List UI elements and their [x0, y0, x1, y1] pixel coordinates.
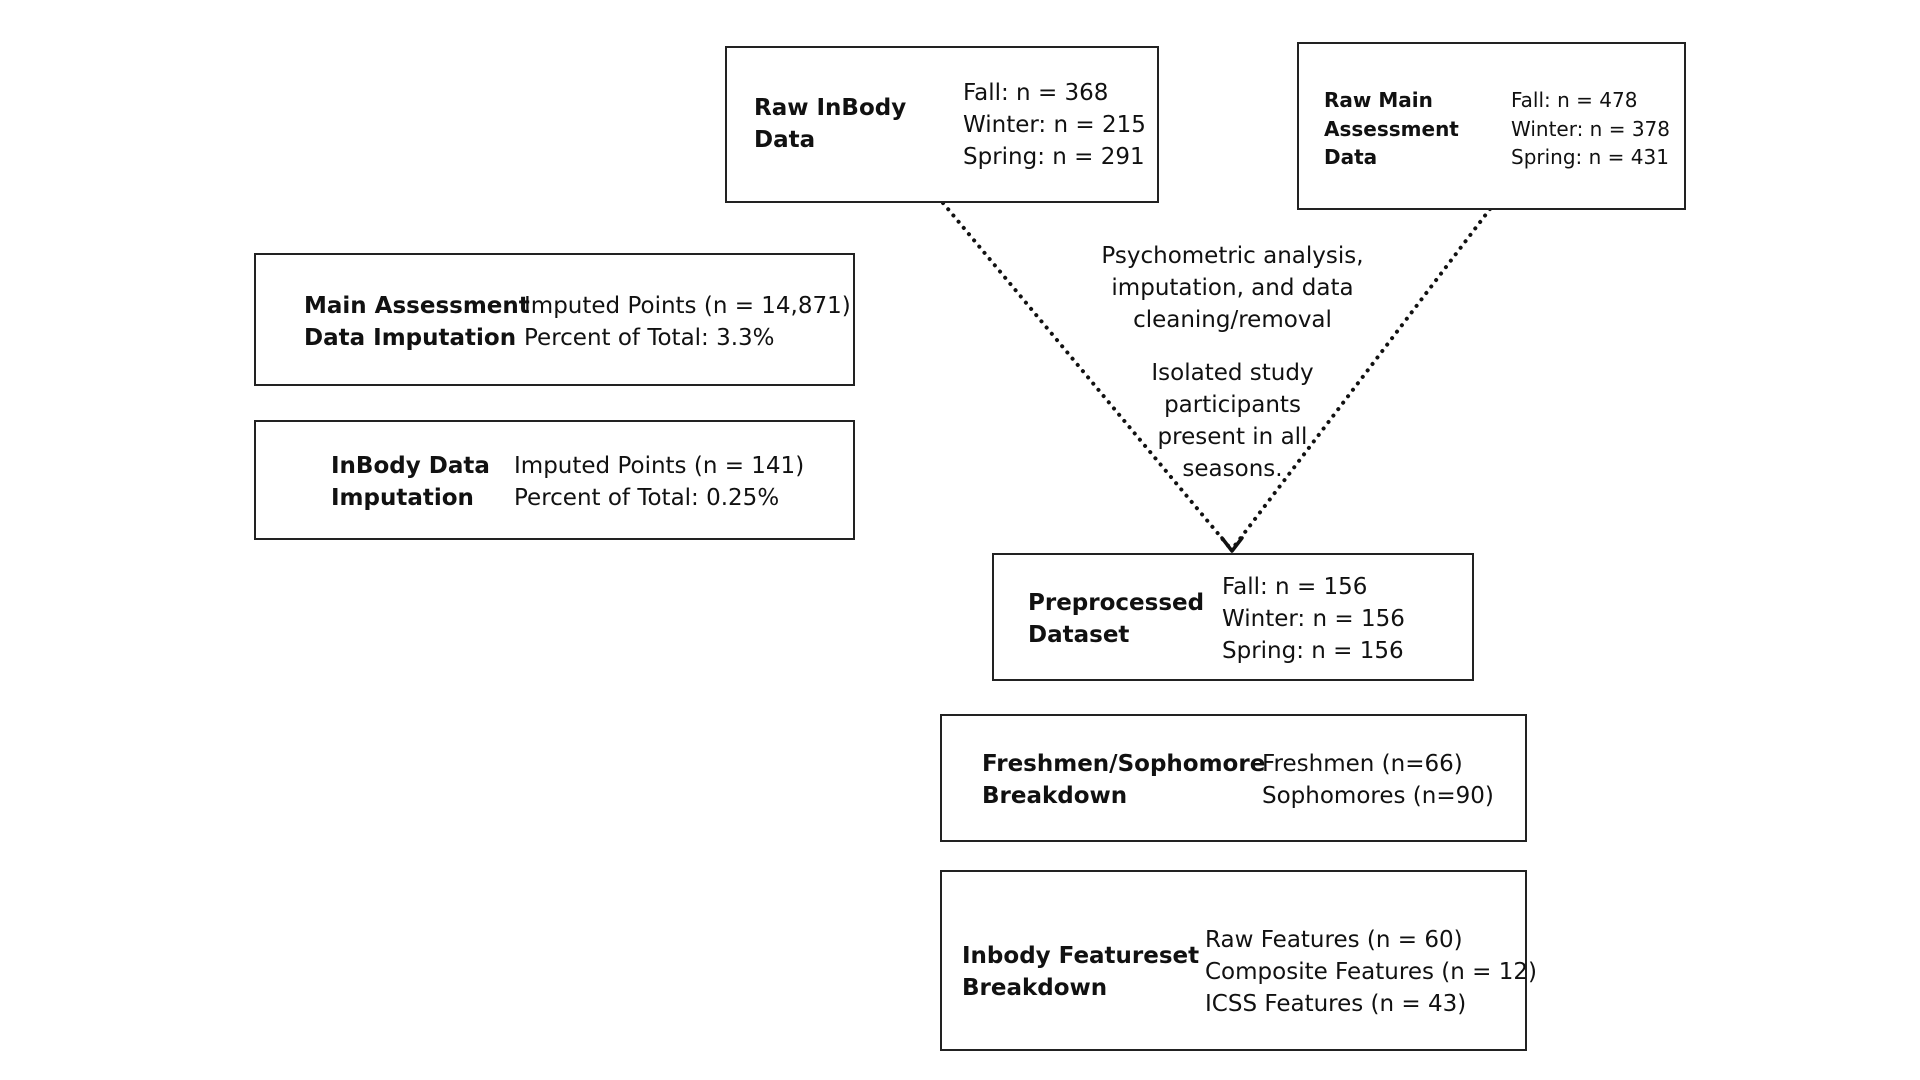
processing-annotation: Psychometric analysis, imputation, and d… [1101, 243, 1364, 333]
raw-inbody-data-box: Raw InBody Data Fall: n = 368 Winter: n … [725, 46, 1159, 203]
preprocessed-dataset-box: Preprocessed Dataset Fall: n = 156 Winte… [992, 553, 1474, 681]
arrow-inbody-to-preprocessed [941, 201, 1232, 550]
isolation-annotation: Isolated study participants present in a… [1151, 360, 1314, 482]
inbody-imputation-box: InBody Data Imputation Imputed Points (n… [254, 420, 855, 540]
preprocessed-dataset-title: Preprocessed Dataset [1028, 590, 1205, 648]
arrow-main-to-preprocessed [1231, 207, 1492, 550]
class-breakdown-counts: Freshmen (n=66) Sophomores (n=90) [1262, 751, 1494, 809]
raw-main-assessment-data-box: Raw Main Assessment Data Fall: n = 478 W… [1297, 42, 1686, 210]
featureset-breakdown-box: Inbody Featureset Breakdown Raw Features… [940, 870, 1537, 1051]
inbody-imputation-stats: Imputed Points (n = 141) Percent of Tota… [514, 453, 805, 511]
featureset-breakdown-counts: Raw Features (n = 60) Composite Features… [1205, 927, 1537, 1017]
main-assessment-imputation-box: Main Assessment Data Imputation Imputed … [254, 253, 855, 386]
inbody-imputation-title: InBody Data Imputation [331, 453, 490, 511]
raw-main-assessment-data-title: Raw Main Assessment Data [1324, 88, 1459, 169]
class-breakdown-box: Freshmen/Sophomore Breakdown Freshmen (n… [940, 714, 1527, 842]
class-breakdown-title: Freshmen/Sophomore Breakdown [982, 751, 1266, 809]
main-assessment-imputation-stats: Imputed Points (n = 14,871) Percent of T… [524, 293, 851, 351]
raw-main-assessment-data-counts: Fall: n = 478 Winter: n = 378 Spring: n … [1511, 88, 1671, 169]
main-assessment-imputation-title: Main Assessment Data Imputation [304, 293, 530, 351]
preprocessed-dataset-counts: Fall: n = 156 Winter: n = 156 Spring: n … [1222, 574, 1405, 664]
raw-inbody-data-counts: Fall: n = 368 Winter: n = 215 Spring: n … [963, 80, 1146, 170]
featureset-breakdown-title: Inbody Featureset Breakdown [962, 943, 1200, 1001]
raw-inbody-data-title: Raw InBody Data [754, 95, 907, 153]
arrowhead-icon [1220, 536, 1244, 553]
